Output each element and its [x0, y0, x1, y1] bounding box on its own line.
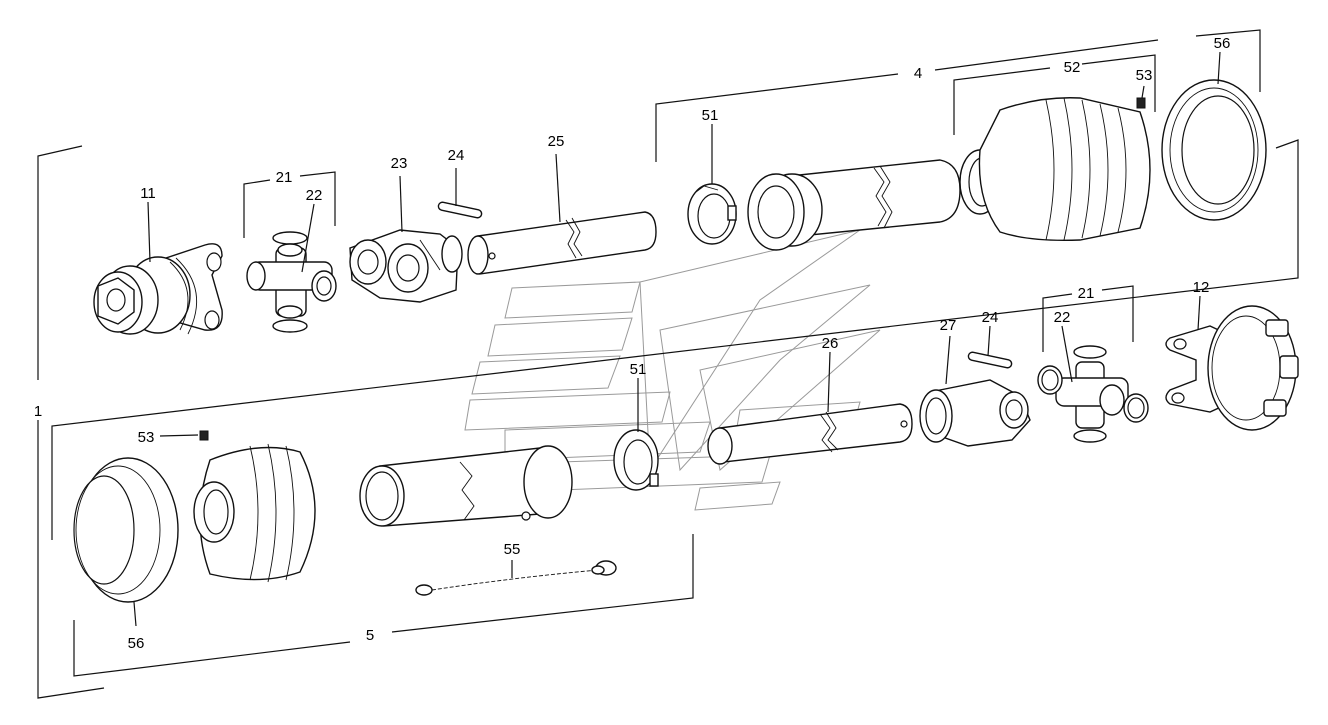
part-25-inner-tube [467, 211, 657, 275]
part-55-safety-chain [415, 560, 617, 596]
callout-56-upper: 56 [1214, 35, 1231, 52]
bracket-56-top [1195, 29, 1261, 92]
part-21-cross-journal-upper [246, 231, 337, 333]
callout-22-lower: 22 [1054, 309, 1071, 326]
part-24-spring-pin-upper [437, 201, 483, 219]
part-56-guard-ring-lower [73, 457, 179, 603]
callout-53-lower: 53 [138, 429, 155, 446]
callout-53-upper: 53 [1136, 67, 1153, 84]
part-51-bearing-ring-lower [613, 429, 659, 491]
part-56-guard-ring-upper [1161, 79, 1267, 221]
callout-24-lower: 24 [982, 309, 999, 326]
leader-lines [133, 51, 1221, 627]
bracket-assembly-1-left [37, 145, 83, 380]
callout-11: 11 [140, 185, 156, 202]
callout-22-upper: 22 [306, 187, 323, 204]
part-guard-bellow-lower [193, 443, 316, 583]
callout-51-lower: 51 [630, 361, 647, 378]
bracket-4 [655, 73, 899, 162]
callout-51-upper: 51 [702, 107, 719, 124]
callout-23: 23 [391, 155, 408, 172]
callout-21-lower: 21 [1078, 285, 1095, 302]
callout-26: 26 [822, 335, 839, 352]
part-53-screw-lower [199, 430, 209, 441]
bracket-upper-right [51, 139, 1299, 540]
bracket-52 [953, 67, 1051, 135]
callout-21-upper: 21 [276, 169, 293, 186]
callout-27: 27 [940, 317, 957, 334]
part-11-spline-yoke [93, 243, 223, 335]
part-27-inner-yoke-lower [919, 379, 1031, 447]
callout-56-lower: 56 [128, 635, 145, 652]
part-21-cross-journal-lower [1037, 345, 1149, 443]
part-52-guard-cone [959, 97, 1151, 242]
callout-55: 55 [504, 541, 521, 558]
part-26-inner-tube [707, 403, 913, 465]
part-24-spring-pin-lower [967, 351, 1013, 369]
part-53-screw-upper [1136, 97, 1146, 109]
callout-25: 25 [548, 133, 565, 150]
part-5-outer-tube-lower [359, 445, 573, 527]
callout-12: 12 [1193, 279, 1210, 296]
bracket-assembly-1-lower [37, 420, 105, 699]
callout-52: 52 [1064, 59, 1081, 76]
callout-4: 4 [914, 65, 922, 82]
part-23-inner-yoke [349, 229, 463, 303]
bracket-21-top [243, 179, 271, 238]
bracket-5 [73, 620, 351, 677]
callout-24-upper: 24 [448, 147, 465, 164]
callout-1: 1 [34, 403, 42, 420]
part-51-bearing-ring-upper [687, 183, 737, 245]
callout-5: 5 [366, 627, 374, 644]
bracket-21-right [1042, 293, 1073, 352]
part-4-outer-tube-cone [747, 159, 961, 251]
part-12-clutch-yoke [1165, 305, 1299, 431]
